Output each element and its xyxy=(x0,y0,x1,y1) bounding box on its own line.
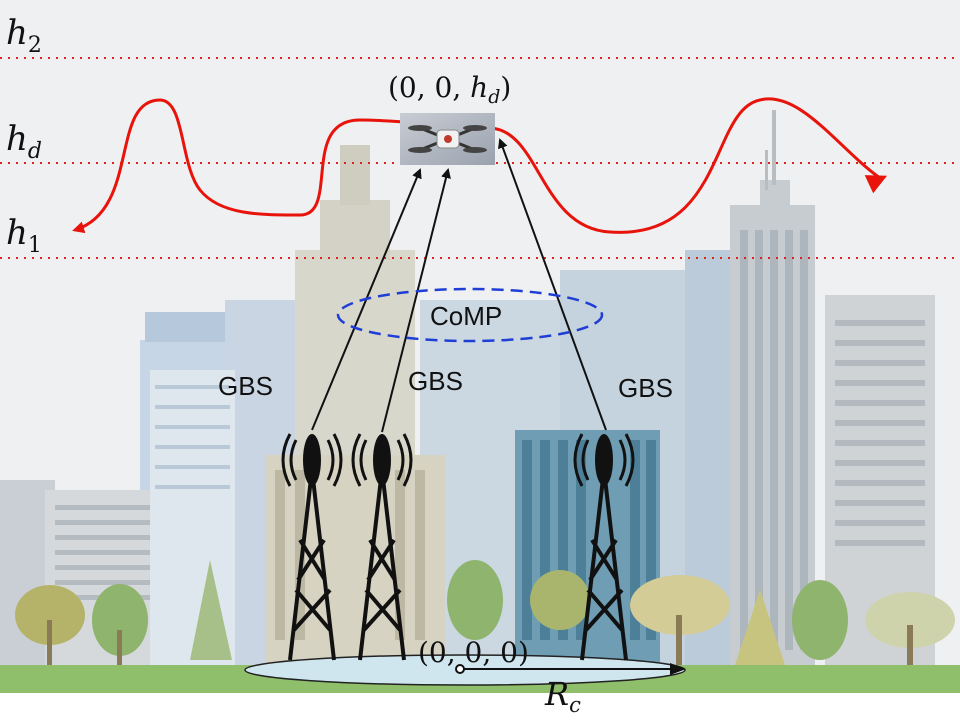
h1-label: h1 xyxy=(6,213,42,258)
cell-tower-icon xyxy=(288,469,336,661)
cell-tower-icon xyxy=(358,469,406,661)
comp-label: CoMP xyxy=(430,301,502,331)
link-gbs-3 xyxy=(498,138,607,431)
h2-label: h2 xyxy=(6,13,42,58)
uav-drone-icon xyxy=(400,113,495,165)
gbs-label-2: GBS xyxy=(408,366,463,396)
radius-label: Rc xyxy=(544,675,581,717)
link-gbs-2 xyxy=(381,168,451,433)
gbs-label-1: GBS xyxy=(218,371,273,401)
gbs-label-3: GBS xyxy=(618,373,673,403)
uav-coordinate-label: (0, 0, hd) xyxy=(388,71,511,108)
uav-trajectory xyxy=(72,97,881,234)
radius-arrow xyxy=(455,663,686,675)
comp-ellipse xyxy=(336,287,604,343)
origin-label: (0, 0, 0) xyxy=(418,636,529,669)
gbs-tower-1 xyxy=(281,433,343,661)
trees xyxy=(15,560,955,670)
gbs-tower-3 xyxy=(573,433,635,661)
hd-label: hd xyxy=(6,119,42,164)
gbs-tower-2 xyxy=(351,433,413,661)
cell-tower-icon xyxy=(580,469,628,661)
